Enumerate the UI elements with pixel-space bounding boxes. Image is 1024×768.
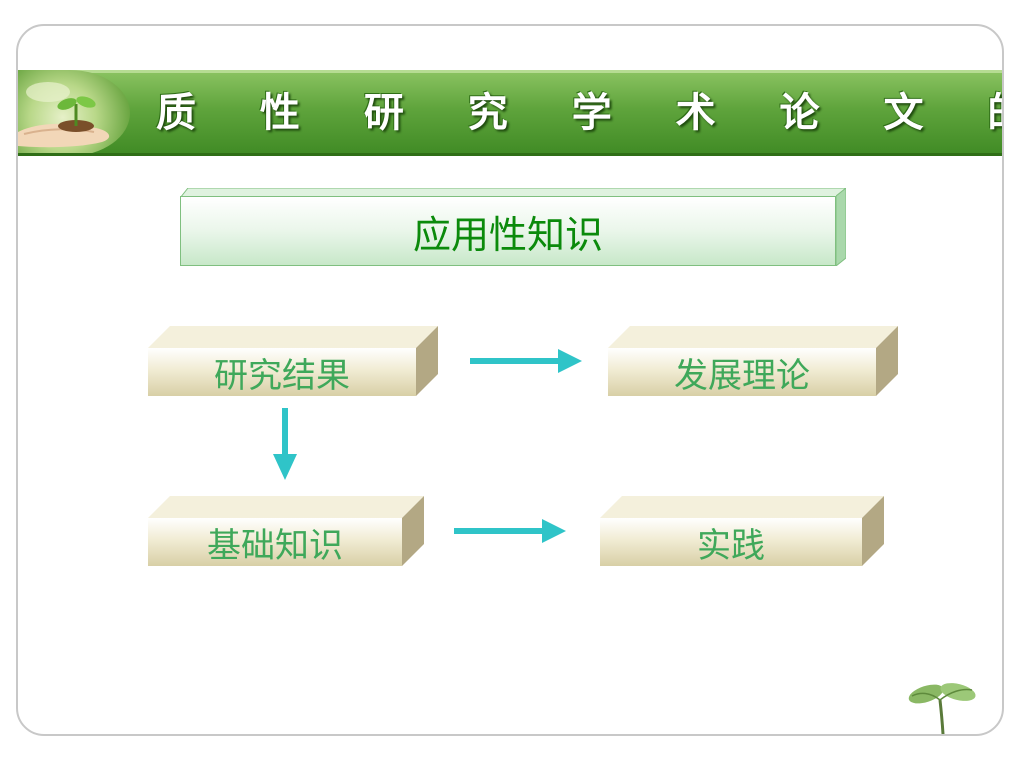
title-bar: 质 性 研 究 学 术 论 文 的 评 价 (18, 70, 1002, 156)
node-basic-knowledge: 基础知识 (148, 518, 402, 566)
arrow-results-to-theory (470, 349, 582, 373)
practice-label: 实践 (697, 525, 765, 566)
applied-knowledge-box: 应用性知识 (180, 196, 836, 266)
theory-development-label: 发展理论 (674, 355, 810, 396)
node-practice: 实践 (600, 518, 862, 566)
node-research-results: 研究结果 (148, 348, 416, 396)
sprout-icon (908, 683, 976, 734)
node-theory-development: 发展理论 (608, 348, 876, 396)
applied-knowledge-label: 应用性知识 (412, 212, 603, 257)
top-box-bevel-top (180, 188, 846, 198)
arrow-basic-to-practice (454, 519, 566, 543)
research-results-label: 研究结果 (214, 355, 350, 396)
node-theory-development-bevel (608, 326, 898, 396)
slide-frame: 质 性 研 究 学 术 论 文 的 评 价 应用性知识 研究结果 发展理论 基础… (16, 24, 1004, 736)
slide-title: 质 性 研 究 学 术 论 文 的 评 价 (156, 90, 1002, 136)
node-basic-knowledge-bevel (148, 496, 424, 566)
basic-knowledge-label: 基础知识 (207, 525, 343, 566)
hand-seedling-photo (18, 70, 130, 156)
arrow-results-to-basic (273, 408, 297, 480)
top-box-bevel-side (836, 188, 846, 266)
node-practice-bevel (600, 496, 884, 566)
node-research-results-bevel (148, 326, 438, 396)
